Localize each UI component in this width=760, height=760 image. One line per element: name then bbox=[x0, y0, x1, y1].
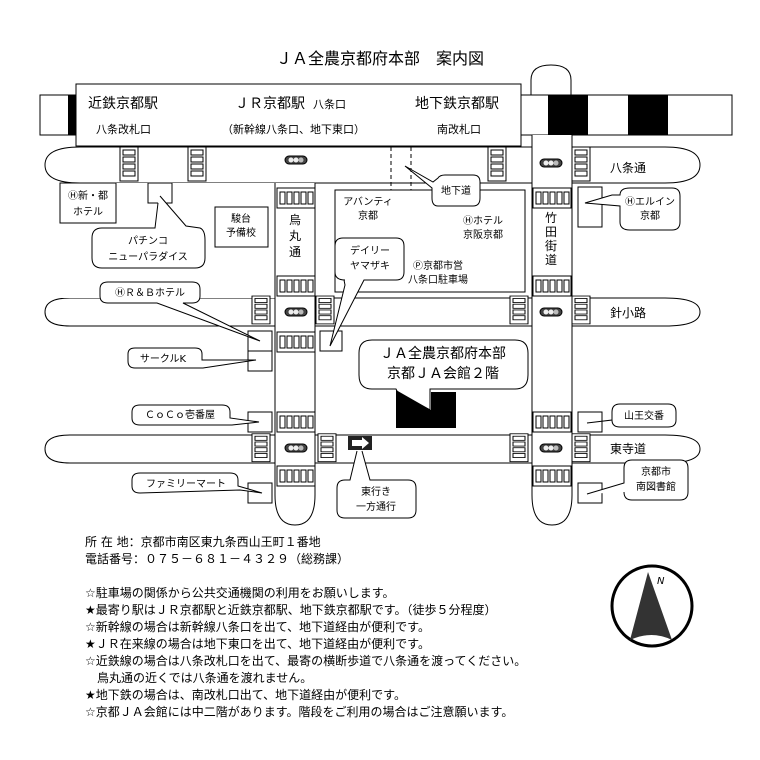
destination-name: ＪＡ全農京都府本部 bbox=[380, 345, 506, 362]
note-item: ☆新幹線の場合は新幹線八条口を出て、地下道経由が便利です。 bbox=[85, 620, 430, 634]
street-higashi-terado: 東寺道 bbox=[610, 442, 646, 456]
svg-text:東行き: 東行き bbox=[361, 485, 391, 498]
phone-line: 電話番号：０７５－６８１－４３２９（総務課） bbox=[85, 552, 350, 566]
avanti-kyoto: アバンティ 京都 bbox=[343, 196, 393, 222]
page-title: ＪＡ全農京都府本部 案内図 bbox=[276, 49, 484, 68]
svg-text:駿台: 駿台 bbox=[231, 212, 251, 225]
note-item: ☆京都ＪＡ会館には中二階があります。階段をご利用の場合はご注意願います。 bbox=[85, 705, 514, 719]
svg-text:サークルK: サークルK bbox=[140, 353, 187, 365]
street-hachijo: 八条通 bbox=[610, 161, 646, 175]
svg-text:八条口駐車場: 八条口駐車場 bbox=[408, 273, 468, 286]
svg-text:街: 街 bbox=[545, 239, 557, 253]
jr-exit: （新幹線八条口、地下東口） bbox=[222, 122, 365, 136]
note-item: ☆近鉄線の場合は八条改札口を出て、最寄の横断歩道で八条通を渡ってください。 bbox=[85, 654, 527, 668]
note-item: ★ＪＲ在来線の場合は地下東口を出て、地下道経由が便利です。 bbox=[85, 637, 430, 651]
svg-text:Ⓗホテル: Ⓗホテル bbox=[463, 215, 503, 227]
svg-text:地下道: 地下道 bbox=[441, 184, 471, 197]
street-karasuma: 烏 丸 通 bbox=[289, 213, 301, 259]
svg-text:竹: 竹 bbox=[545, 211, 557, 225]
note-item: ★最寄り駅はＪＲ京都駅と近鉄京都駅、地下鉄京都駅です。（徒歩５分程度） bbox=[85, 603, 497, 617]
svg-text:烏: 烏 bbox=[289, 213, 301, 227]
one-way-arrow-icon bbox=[348, 436, 372, 450]
svg-text:パチンコ: パチンコ bbox=[128, 235, 168, 247]
svg-text:アバンティ: アバンティ bbox=[343, 196, 393, 208]
jr-station-name: ＪＲ京都駅 bbox=[235, 96, 305, 112]
station-building bbox=[75, 83, 522, 147]
svg-text:丸: 丸 bbox=[289, 229, 301, 243]
compass-icon: N bbox=[610, 564, 694, 648]
library-callout: 京都市 南図書館 bbox=[577, 459, 689, 504]
svg-text:京阪京都: 京阪京都 bbox=[463, 228, 503, 241]
pachinko-callout: パチンコ ニューパラダイス bbox=[91, 182, 206, 269]
destination-callout: ＪＡ全農京都府本部 京都ＪＡ会館２階 bbox=[358, 339, 529, 428]
subway-station-name: 地下鉄京都駅 bbox=[415, 96, 499, 112]
svg-text:一方通行: 一方通行 bbox=[356, 500, 396, 513]
family-mart-callout: ファミリーマート bbox=[131, 472, 273, 504]
underground-callout: 地下道 bbox=[404, 165, 481, 207]
svg-text:Ⓗ新・都: Ⓗ新・都 bbox=[68, 189, 108, 202]
shinmiyako-hotel: Ⓗ新・都 ホテル bbox=[59, 182, 117, 224]
svg-text:Ⓗエルイン: Ⓗエルイン bbox=[625, 196, 675, 208]
svg-text:デイリー: デイリー bbox=[350, 244, 390, 257]
svg-text:山王交番: 山王交番 bbox=[624, 409, 664, 422]
coco-ichibanya-callout: ＣｏＣｏ壱番屋 bbox=[131, 404, 273, 433]
destination-floor: 京都ＪＡ会館２階 bbox=[387, 365, 499, 382]
svg-text:南図書館: 南図書館 bbox=[636, 480, 676, 493]
street-harikoji: 針小路 bbox=[610, 305, 646, 320]
note-item: ★地下鉄の場合は、南改札口出て、地下道経由が便利です。 bbox=[85, 688, 406, 702]
notes-list: ☆駐車場の関係から公共交通機関の利用をお願いします。 ★最寄り駅はＪＲ京都駅と近… bbox=[85, 585, 526, 721]
circle-k-callout: サークルK bbox=[127, 347, 257, 369]
svg-text:通: 通 bbox=[289, 245, 301, 259]
street-takeda: 竹 田 街 道 bbox=[545, 211, 557, 267]
svg-text:京都: 京都 bbox=[358, 209, 378, 222]
sanno-koban-callout: 山王交番 bbox=[577, 403, 677, 433]
el-inn-kyoto: Ⓗエルイン 京都 bbox=[577, 186, 681, 231]
svg-text:ニューパラダイス: ニューパラダイス bbox=[108, 250, 188, 263]
jr-station-exit-suffix: 八条口 bbox=[313, 97, 346, 111]
address-block: 所 在 地：京都市南区東九条西山王町１番地 電話番号：０７５－６８１－４３２９（… bbox=[85, 534, 349, 568]
kintetsu-station-name: 近鉄京都駅 bbox=[88, 96, 158, 112]
svg-text:ⒽＲ＆Ｂホテル: ⒽＲ＆Ｂホテル bbox=[115, 287, 185, 299]
svg-text:ヤマザキ: ヤマザキ bbox=[350, 260, 390, 272]
svg-text:京都: 京都 bbox=[640, 209, 660, 222]
subway-exit: 南改札口 bbox=[437, 122, 481, 136]
svg-text:ホテル: ホテル bbox=[73, 206, 103, 218]
address-line: 所 在 地：京都市南区東九条西山王町１番地 bbox=[85, 535, 321, 549]
note-item: ☆駐車場の関係から公共交通機関の利用をお願いします。 bbox=[85, 586, 395, 600]
svg-text:道: 道 bbox=[545, 253, 557, 267]
parking: Ⓟ京都市営 八条口駐車場 bbox=[408, 259, 468, 286]
svg-text:Ⓟ京都市営: Ⓟ京都市営 bbox=[413, 259, 463, 272]
rb-hotel-callout: ⒽＲ＆Ｂホテル bbox=[99, 281, 273, 372]
sundai-prep-school: 駿台 予備校 bbox=[214, 206, 269, 248]
daily-yamazaki-callout: デイリー ヤマザキ bbox=[319, 237, 405, 352]
svg-text:田: 田 bbox=[545, 225, 557, 239]
svg-text:京都市: 京都市 bbox=[641, 465, 671, 478]
svg-text:ファミリーマート: ファミリーマート bbox=[146, 479, 226, 490]
svg-text:ＣｏＣｏ壱番屋: ＣｏＣｏ壱番屋 bbox=[145, 408, 215, 421]
hotel-keihan: Ⓗホテル 京阪京都 bbox=[463, 215, 503, 241]
kintetsu-exit: 八条改札口 bbox=[96, 122, 151, 136]
note-item: 鳥丸通の近くでは八条通を渡れません。 bbox=[85, 671, 313, 685]
one-way-callout: 東行き 一方通行 bbox=[336, 450, 417, 519]
compass-north-label: N bbox=[657, 576, 665, 587]
svg-text:予備校: 予備校 bbox=[226, 226, 256, 239]
